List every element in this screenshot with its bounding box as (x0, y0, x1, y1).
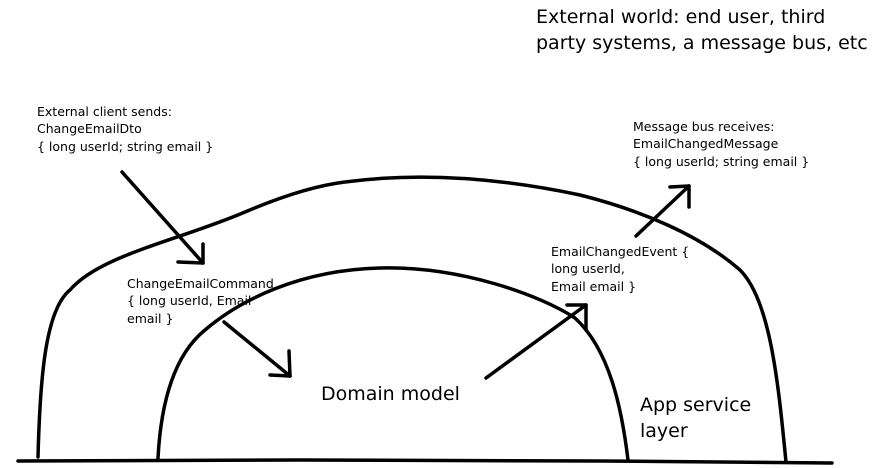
event-label: EmailChangedEvent { long userId,Email ema… (551, 243, 689, 295)
client-sends-line-3: { long userId; string email } (37, 138, 214, 154)
command-line-2: { long userId, Email (127, 293, 252, 309)
arrow-event-to-bus (634, 184, 691, 238)
external-world-caption: External world: end user, third party sys… (536, 5, 868, 56)
bus-receives-label: Message bus receives: EmailChangedMessage… (633, 118, 809, 170)
bus-receives-line-1: Message bus receives: (633, 119, 775, 134)
domain-model-boundary (156, 266, 630, 462)
arrow-command-to-domain (222, 320, 292, 378)
bus-receives-line-2: EmailChangedMessage (633, 136, 779, 152)
app-service-layer-boundary (36, 175, 788, 464)
client-sends-line-1: External client sends: (37, 104, 172, 119)
command-line-3: email } (127, 310, 174, 326)
arrow-client-to-command (120, 170, 205, 265)
external-world-line-1: External world: end user, third (536, 6, 826, 28)
external-world-line-2: party systems, a message bus, etc (536, 31, 868, 54)
domain-model-label: Domain model (321, 383, 460, 405)
event-line-1: EmailChangedEvent { (551, 244, 690, 259)
app-service-line-1: App service (640, 394, 752, 416)
command-line-1: ChangeEmailCommand (127, 276, 274, 291)
app-service-line-2: layer (640, 419, 688, 442)
client-sends-label: External client sends: ChangeEmailDto{ lo… (37, 103, 213, 155)
event-line-2: long userId, (551, 261, 625, 277)
bus-receives-line-3: { long userId; string email } (633, 153, 810, 169)
ground-line (16, 458, 834, 465)
app-service-layer-label: App service layer (640, 393, 751, 444)
arrow-domain-to-event (484, 303, 588, 380)
event-line-3: Email email } (551, 278, 637, 294)
client-sends-line-2: ChangeEmailDto (37, 121, 142, 137)
